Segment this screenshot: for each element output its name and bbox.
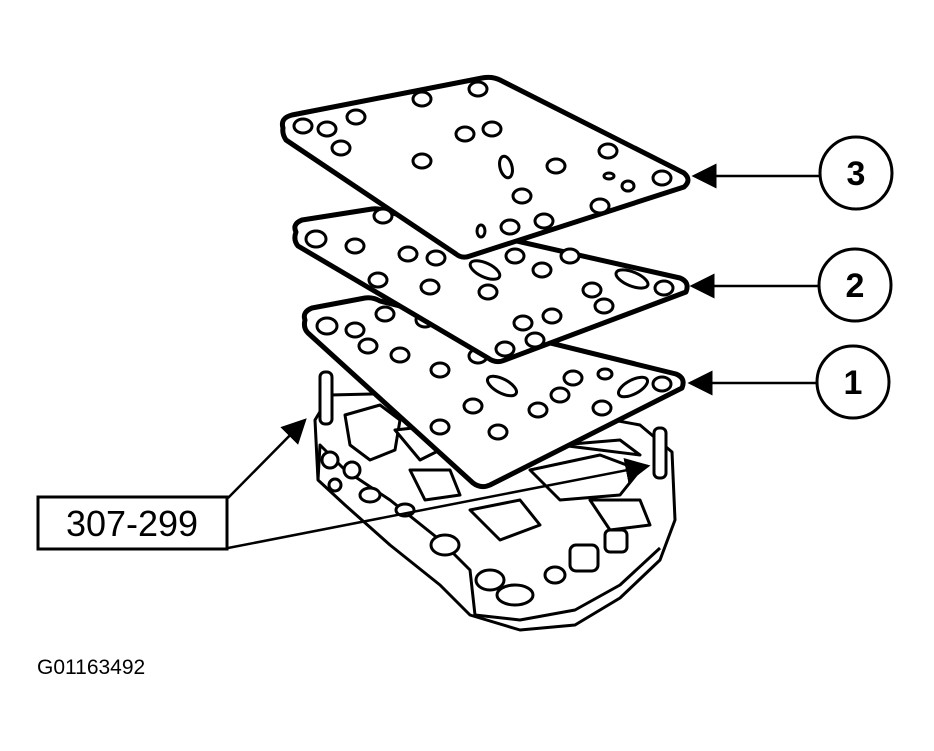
tool-label: 307-299 xyxy=(66,503,198,544)
tool-callout: 307-299 xyxy=(36,418,651,551)
alignment-pin-left xyxy=(318,370,334,426)
figure-id: G01163492 xyxy=(37,656,145,679)
alignment-pin-right xyxy=(652,426,668,480)
callout-2: 2 xyxy=(689,247,893,323)
tool-label-box xyxy=(36,495,229,551)
gasket-plate-3 xyxy=(279,74,691,260)
callout-2-label: 2 xyxy=(846,267,865,305)
callout-3: 3 xyxy=(691,135,894,211)
callout-1-label: 1 xyxy=(844,364,863,402)
callout-3-label: 3 xyxy=(847,155,866,193)
callout-1: 1 xyxy=(687,344,891,420)
gasket-plate-2 xyxy=(292,206,690,365)
